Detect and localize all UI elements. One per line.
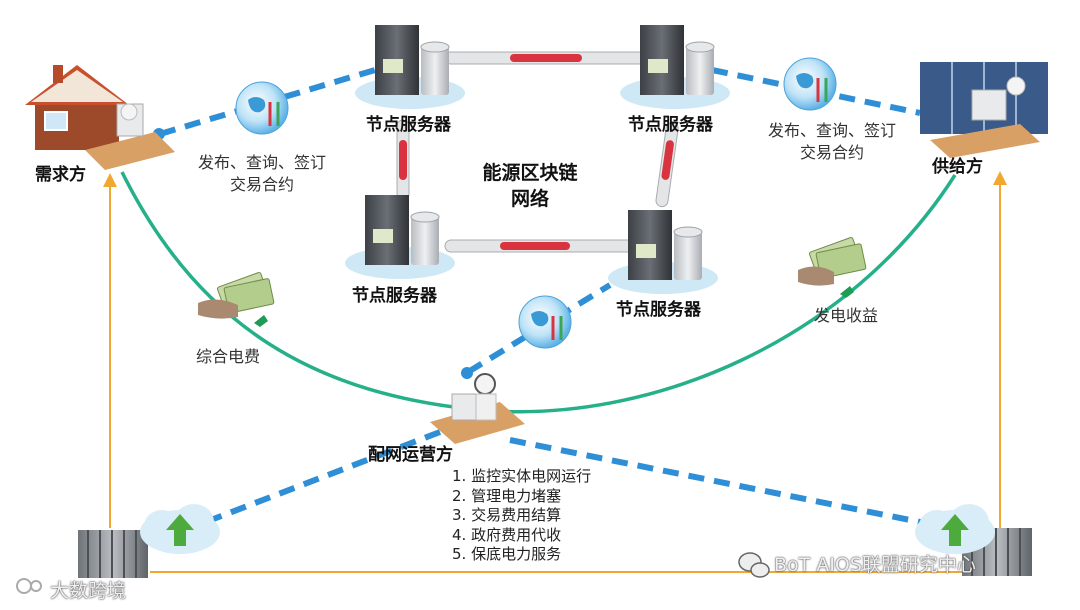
contract-right-text: 发布、查询、签订 交易合约: [752, 120, 912, 164]
power-lines: [103, 171, 1007, 573]
contract-right-line2: 交易合约: [799, 143, 864, 162]
node-server-label-bottom-right: 节点服务器: [616, 300, 701, 320]
globe-icon-bottom: [518, 295, 572, 349]
link-dot-operator: [461, 367, 473, 379]
money-hand-icon-left: [198, 271, 275, 327]
operator-label: 配网运营方: [368, 445, 453, 465]
contract-right-line1: 发布、查询、签订: [767, 121, 896, 140]
node-server-top-right: [620, 25, 730, 109]
operator-workstation-icon: [430, 373, 525, 444]
wechat-logo-icon: [738, 552, 770, 578]
house-icon: [25, 65, 175, 170]
transformer-icon-left: [78, 530, 148, 578]
building-icon: [920, 62, 1048, 158]
contract-left-line1: 发布、查询、签订: [197, 153, 326, 172]
node-server-label-top-left: 节点服务器: [366, 115, 451, 135]
blockchain-network-title-line2: 网络: [510, 188, 549, 210]
node-server-bottom-right: [608, 210, 718, 294]
watermark-left: 大数跨境: [50, 580, 127, 602]
contract-left-line2: 交易合约: [229, 175, 294, 194]
cloud-upload-icon-right: [915, 504, 995, 554]
contract-left-text: 发布、查询、签订 交易合约: [182, 152, 342, 196]
weibo-logo-icon: [16, 578, 42, 594]
node-server-top-left: [355, 25, 465, 109]
fee-label: 综合电费: [196, 347, 261, 366]
supply-label: 供给方: [932, 157, 983, 177]
chain-links: [396, 51, 679, 253]
revenue-label: 发电收益: [814, 306, 879, 325]
duty-item: 4. 政府费用代收: [452, 525, 562, 544]
node-server-label-top-right: 节点服务器: [628, 115, 713, 135]
duty-item: 2. 管理电力堵塞: [452, 486, 562, 505]
demand-label: 需求方: [35, 165, 86, 185]
globe-icon-left: [235, 81, 289, 135]
watermark-right: BoT AIOS联盟研究中心: [774, 554, 976, 576]
node-server-bottom-left: [345, 195, 455, 279]
cloud-upload-icon-left: [140, 504, 220, 554]
blockchain-network-title: 能源区块链 网络: [470, 160, 590, 212]
link-operator-transformer-left: [188, 429, 442, 531]
money-hand-icon-right: [798, 236, 867, 298]
transformer-icon-right: [962, 528, 1032, 576]
blockchain-network-title-line1: 能源区块链: [482, 162, 578, 184]
globe-icon-right: [783, 57, 837, 111]
node-server-label-bottom-left: 节点服务器: [352, 286, 437, 306]
operator-duties-list: 1. 监控实体电网运行 2. 管理电力堵塞 3. 交易费用结算 4. 政府费用代…: [452, 467, 591, 565]
link-operator-transformer-right: [509, 437, 951, 531]
duty-item: 3. 交易费用结算: [452, 506, 562, 524]
duty-item: 1. 监控实体电网运行: [452, 467, 592, 485]
duty-item: 5. 保底电力服务: [452, 545, 562, 563]
